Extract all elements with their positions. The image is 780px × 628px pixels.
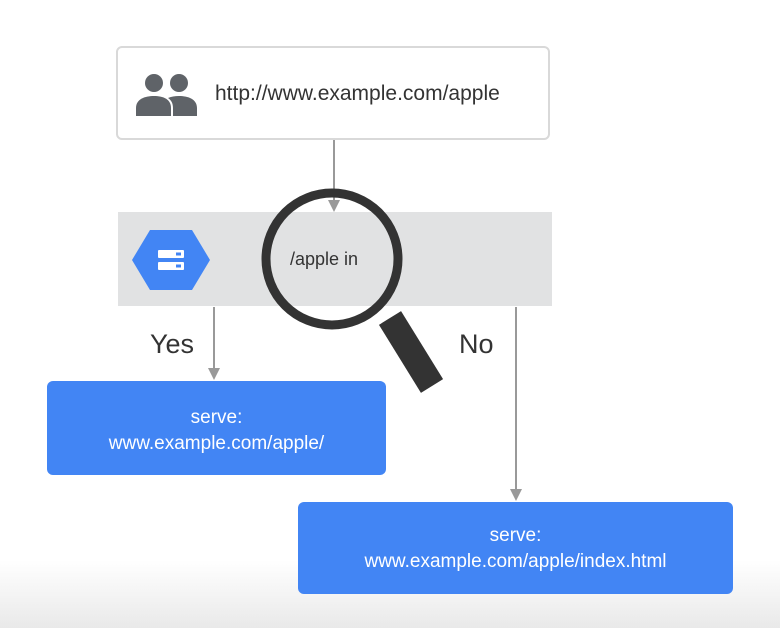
serve-label: serve: — [190, 407, 243, 428]
request-url-box: http://www.example.com/apple — [116, 46, 550, 140]
serve-index-box: serve: www.example.com/apple/index.html — [298, 502, 733, 594]
serve-label: serve: — [489, 525, 542, 546]
bucket-check-band — [118, 212, 552, 306]
storage-bucket-icon — [132, 230, 210, 290]
users-icon — [136, 74, 197, 116]
serve-path: www.example.com/apple/ — [108, 433, 325, 454]
lens-path-text: /apple in — [290, 249, 359, 269]
yes-label: Yes — [150, 329, 195, 359]
no-label: No — [459, 329, 494, 359]
serve-directory-box: serve: www.example.com/apple/ — [47, 381, 386, 475]
request-url-text: http://www.example.com/apple — [215, 82, 500, 105]
serve-path: www.example.com/apple/index.html — [364, 551, 667, 572]
